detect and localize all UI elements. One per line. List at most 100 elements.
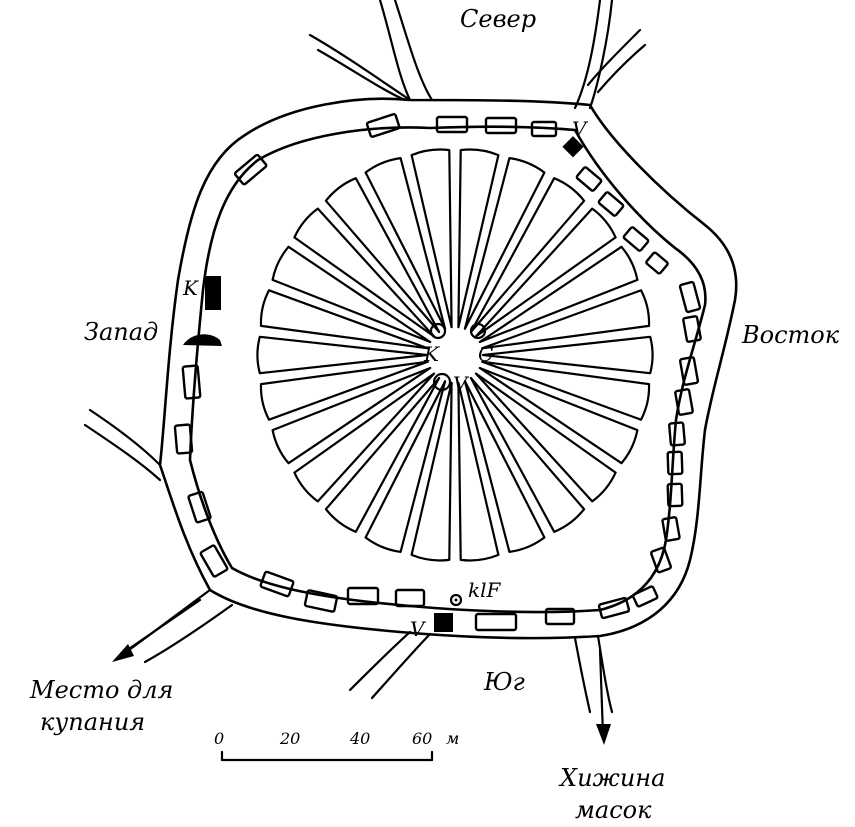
radial-field-wedge: [259, 289, 429, 350]
radial-field-wedge: [457, 148, 500, 329]
radial-field-wedge: [271, 245, 432, 344]
label-south-shrine: V: [410, 617, 427, 641]
radial-field-wedge: [410, 381, 453, 562]
sw-path-b: [143, 603, 234, 664]
hut: [394, 588, 426, 608]
se-path-a: [573, 636, 592, 714]
radial-field-wedge: [410, 148, 453, 329]
south-shrine-marker: [434, 613, 453, 632]
hut: [682, 315, 702, 343]
hut: [233, 153, 268, 186]
west-path-b: [83, 423, 162, 482]
radial-field-wedge: [324, 177, 441, 334]
paths: [83, 0, 647, 745]
radial-field-wedge: [469, 177, 586, 334]
hut: [303, 589, 339, 613]
hut: [650, 546, 672, 574]
hut: [259, 570, 295, 598]
radial-field-wedge: [259, 360, 429, 421]
hut: [666, 450, 684, 476]
hut: [674, 388, 694, 416]
radial-field-wedge: [256, 335, 429, 375]
radial-field-wedge: [469, 376, 586, 533]
center-circle-c: [469, 322, 487, 340]
hut: [199, 544, 229, 578]
hut: [678, 280, 702, 314]
radial-field-wedge: [463, 380, 546, 553]
radial-field-wedge: [481, 335, 654, 375]
hut: [181, 364, 202, 400]
radial-field-wedge: [474, 372, 617, 503]
scale-bar: 0 20 40 60 м: [214, 729, 459, 762]
se-arrow-shaft: [598, 648, 605, 737]
west-house-marker: [205, 276, 221, 310]
north-path-nw-b: [316, 48, 407, 102]
label-bathing-line1: Место для: [29, 676, 173, 704]
radial-field-wedge: [463, 157, 546, 330]
scale-tick-20: 20: [279, 729, 300, 748]
label-klf: klF: [468, 578, 502, 602]
hut: [631, 585, 659, 608]
hut: [597, 191, 625, 217]
label-east: Восток: [741, 321, 840, 349]
label-center-k: K: [423, 342, 440, 366]
radial-field-wedge: [481, 289, 651, 350]
radial-field-wedge: [478, 366, 639, 465]
west-mound: [183, 334, 222, 346]
scale-tick-40: 40: [349, 729, 370, 748]
label-south: Юг: [483, 668, 525, 696]
hut: [435, 115, 469, 134]
hut: [173, 423, 194, 455]
north-path-ne-b: [596, 43, 647, 94]
north-path-left-a: [378, 0, 412, 102]
radial-fields: [256, 148, 654, 562]
hut: [187, 490, 212, 524]
hut: [668, 421, 686, 447]
outer-boundary-line: [158, 97, 738, 640]
radial-field-wedge: [324, 376, 441, 533]
label-masks-line1: Хижина: [558, 764, 665, 792]
label-center-c: C: [478, 342, 493, 366]
hut: [661, 516, 681, 542]
hut: [484, 116, 518, 135]
radial-field-wedge: [478, 245, 639, 344]
inner-boundary-line: [188, 125, 707, 614]
hut: [666, 482, 684, 508]
hut: [575, 166, 603, 192]
sw-arrow-shaft: [118, 598, 202, 657]
hut: [530, 120, 558, 138]
radial-field-wedge: [481, 360, 651, 421]
hut: [365, 113, 401, 138]
north-path-right-a: [573, 0, 602, 110]
label-north: Север: [460, 5, 536, 33]
hut: [544, 607, 576, 626]
se-arrowhead: [596, 724, 611, 745]
label-north-shrine: V: [572, 117, 589, 141]
label-center-v: V: [453, 372, 470, 396]
se-path-b: [596, 634, 614, 714]
center-circle-v: [432, 372, 452, 392]
north-path-right-b: [588, 0, 614, 110]
west-path-a: [88, 408, 162, 467]
label-masks-line2: масок: [575, 796, 652, 824]
north-shrine-marker: [562, 136, 584, 158]
south-path-a: [348, 630, 412, 692]
klf-marker-dot: [454, 598, 458, 602]
scale-tick-60: 60: [412, 729, 432, 748]
south-path-b: [370, 632, 432, 700]
hut: [346, 586, 380, 606]
radial-field-wedge: [364, 157, 447, 330]
radial-field-wedge: [364, 380, 447, 553]
special-structures: [183, 136, 584, 632]
north-path-ne-a: [586, 28, 642, 87]
hut: [645, 251, 669, 275]
klf-marker: [449, 593, 463, 607]
center-markers: [429, 322, 487, 392]
hut: [474, 612, 518, 632]
radial-field-wedge: [271, 366, 432, 465]
hut: [597, 596, 631, 620]
center-circle-k: [429, 322, 447, 340]
radial-field-wedge: [474, 207, 617, 338]
scale-tick-0: 0: [214, 729, 224, 748]
